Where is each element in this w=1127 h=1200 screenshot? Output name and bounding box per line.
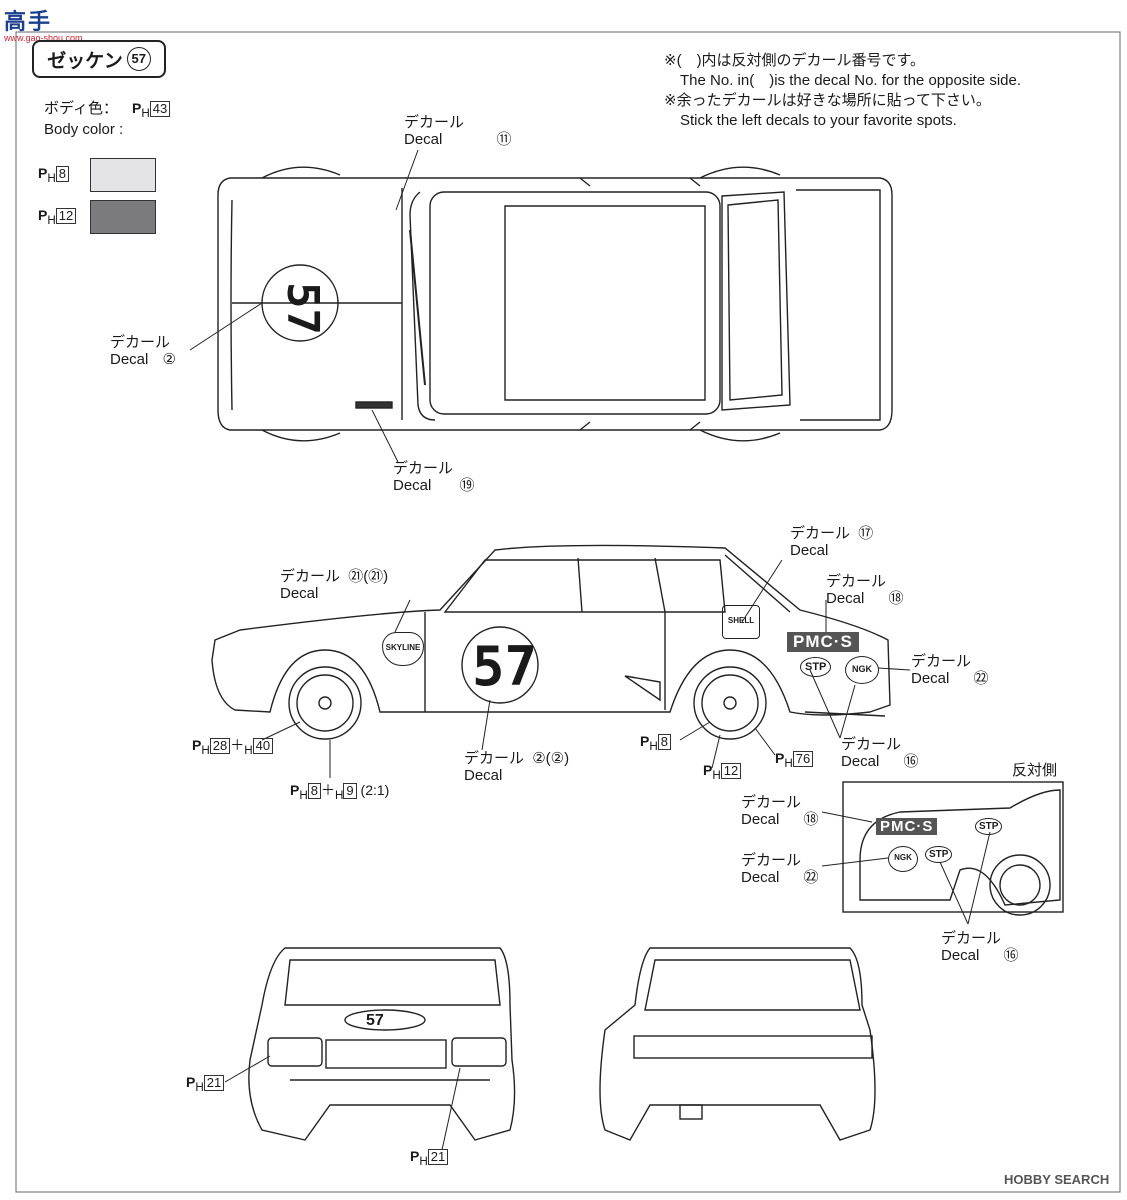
watermark-logo: 高手 www.gao-shou.com — [4, 4, 83, 43]
swatch-dark-gray — [90, 200, 156, 234]
body-color-en: Body color : — [44, 121, 124, 138]
watermark-text: 高手 — [4, 9, 53, 34]
opposite-stp-decal-b: STP — [925, 846, 953, 863]
skyline-heart-decal: SKYLINE — [382, 632, 424, 666]
side-view-number-57: 57 — [472, 635, 538, 698]
callout-side-decal-21: デカール ㉑(㉑)Decal — [280, 568, 389, 602]
opposite-side-inset-frame — [842, 781, 1064, 913]
skyline-text: SKYLINE — [385, 643, 421, 652]
note-line-3: ※余ったデカールは好きな場所に貼って下さい。 — [664, 92, 991, 109]
title-text: ゼッケン — [47, 50, 123, 72]
front-view-number-57: 57 — [366, 1012, 384, 1029]
swatch-light-gray — [90, 158, 156, 192]
footer-brand: HOBBY SEARCH — [1004, 1172, 1110, 1187]
watermark-url: www.gao-shou.com — [4, 33, 83, 43]
note-line-4: Stick the left decals to your favorite s… — [680, 112, 957, 129]
shell-text: SHELL — [727, 616, 755, 625]
top-view-number-57: 57 — [276, 282, 328, 335]
top-view-car — [217, 166, 893, 442]
race-number-title: ゼッケン 57 — [32, 40, 166, 78]
title-number-badge: 57 — [126, 47, 151, 71]
leader-lines — [189, 149, 991, 1151]
callout-side-decal-2: デカール ②(②)Decal — [464, 750, 570, 784]
opposite-ngk-decal: NGK — [888, 846, 918, 872]
note-line-1: ※( )内は反対側のデカール番号です。 — [664, 52, 926, 69]
ngk-decal: NGK — [845, 656, 879, 684]
note-line-2: The No. in( )is the decal No. for the op… — [680, 72, 1022, 89]
shell-decal: SHELL — [722, 605, 760, 639]
body-color-jp: ボディ色： — [44, 100, 118, 117]
side-view-car — [211, 544, 891, 740]
opposite-stp-decal-a: STP — [975, 818, 1003, 835]
opposite-side-car — [859, 789, 1061, 916]
opposite-pmcs-decal: PMC·S — [876, 818, 938, 835]
opposite-side-label: 反対側 — [1012, 762, 1058, 779]
stp-decal: STP — [800, 657, 832, 677]
front-view-car — [248, 947, 516, 1141]
rear-view-car — [599, 947, 876, 1141]
pmcs-decal: PMC·S — [787, 632, 859, 652]
